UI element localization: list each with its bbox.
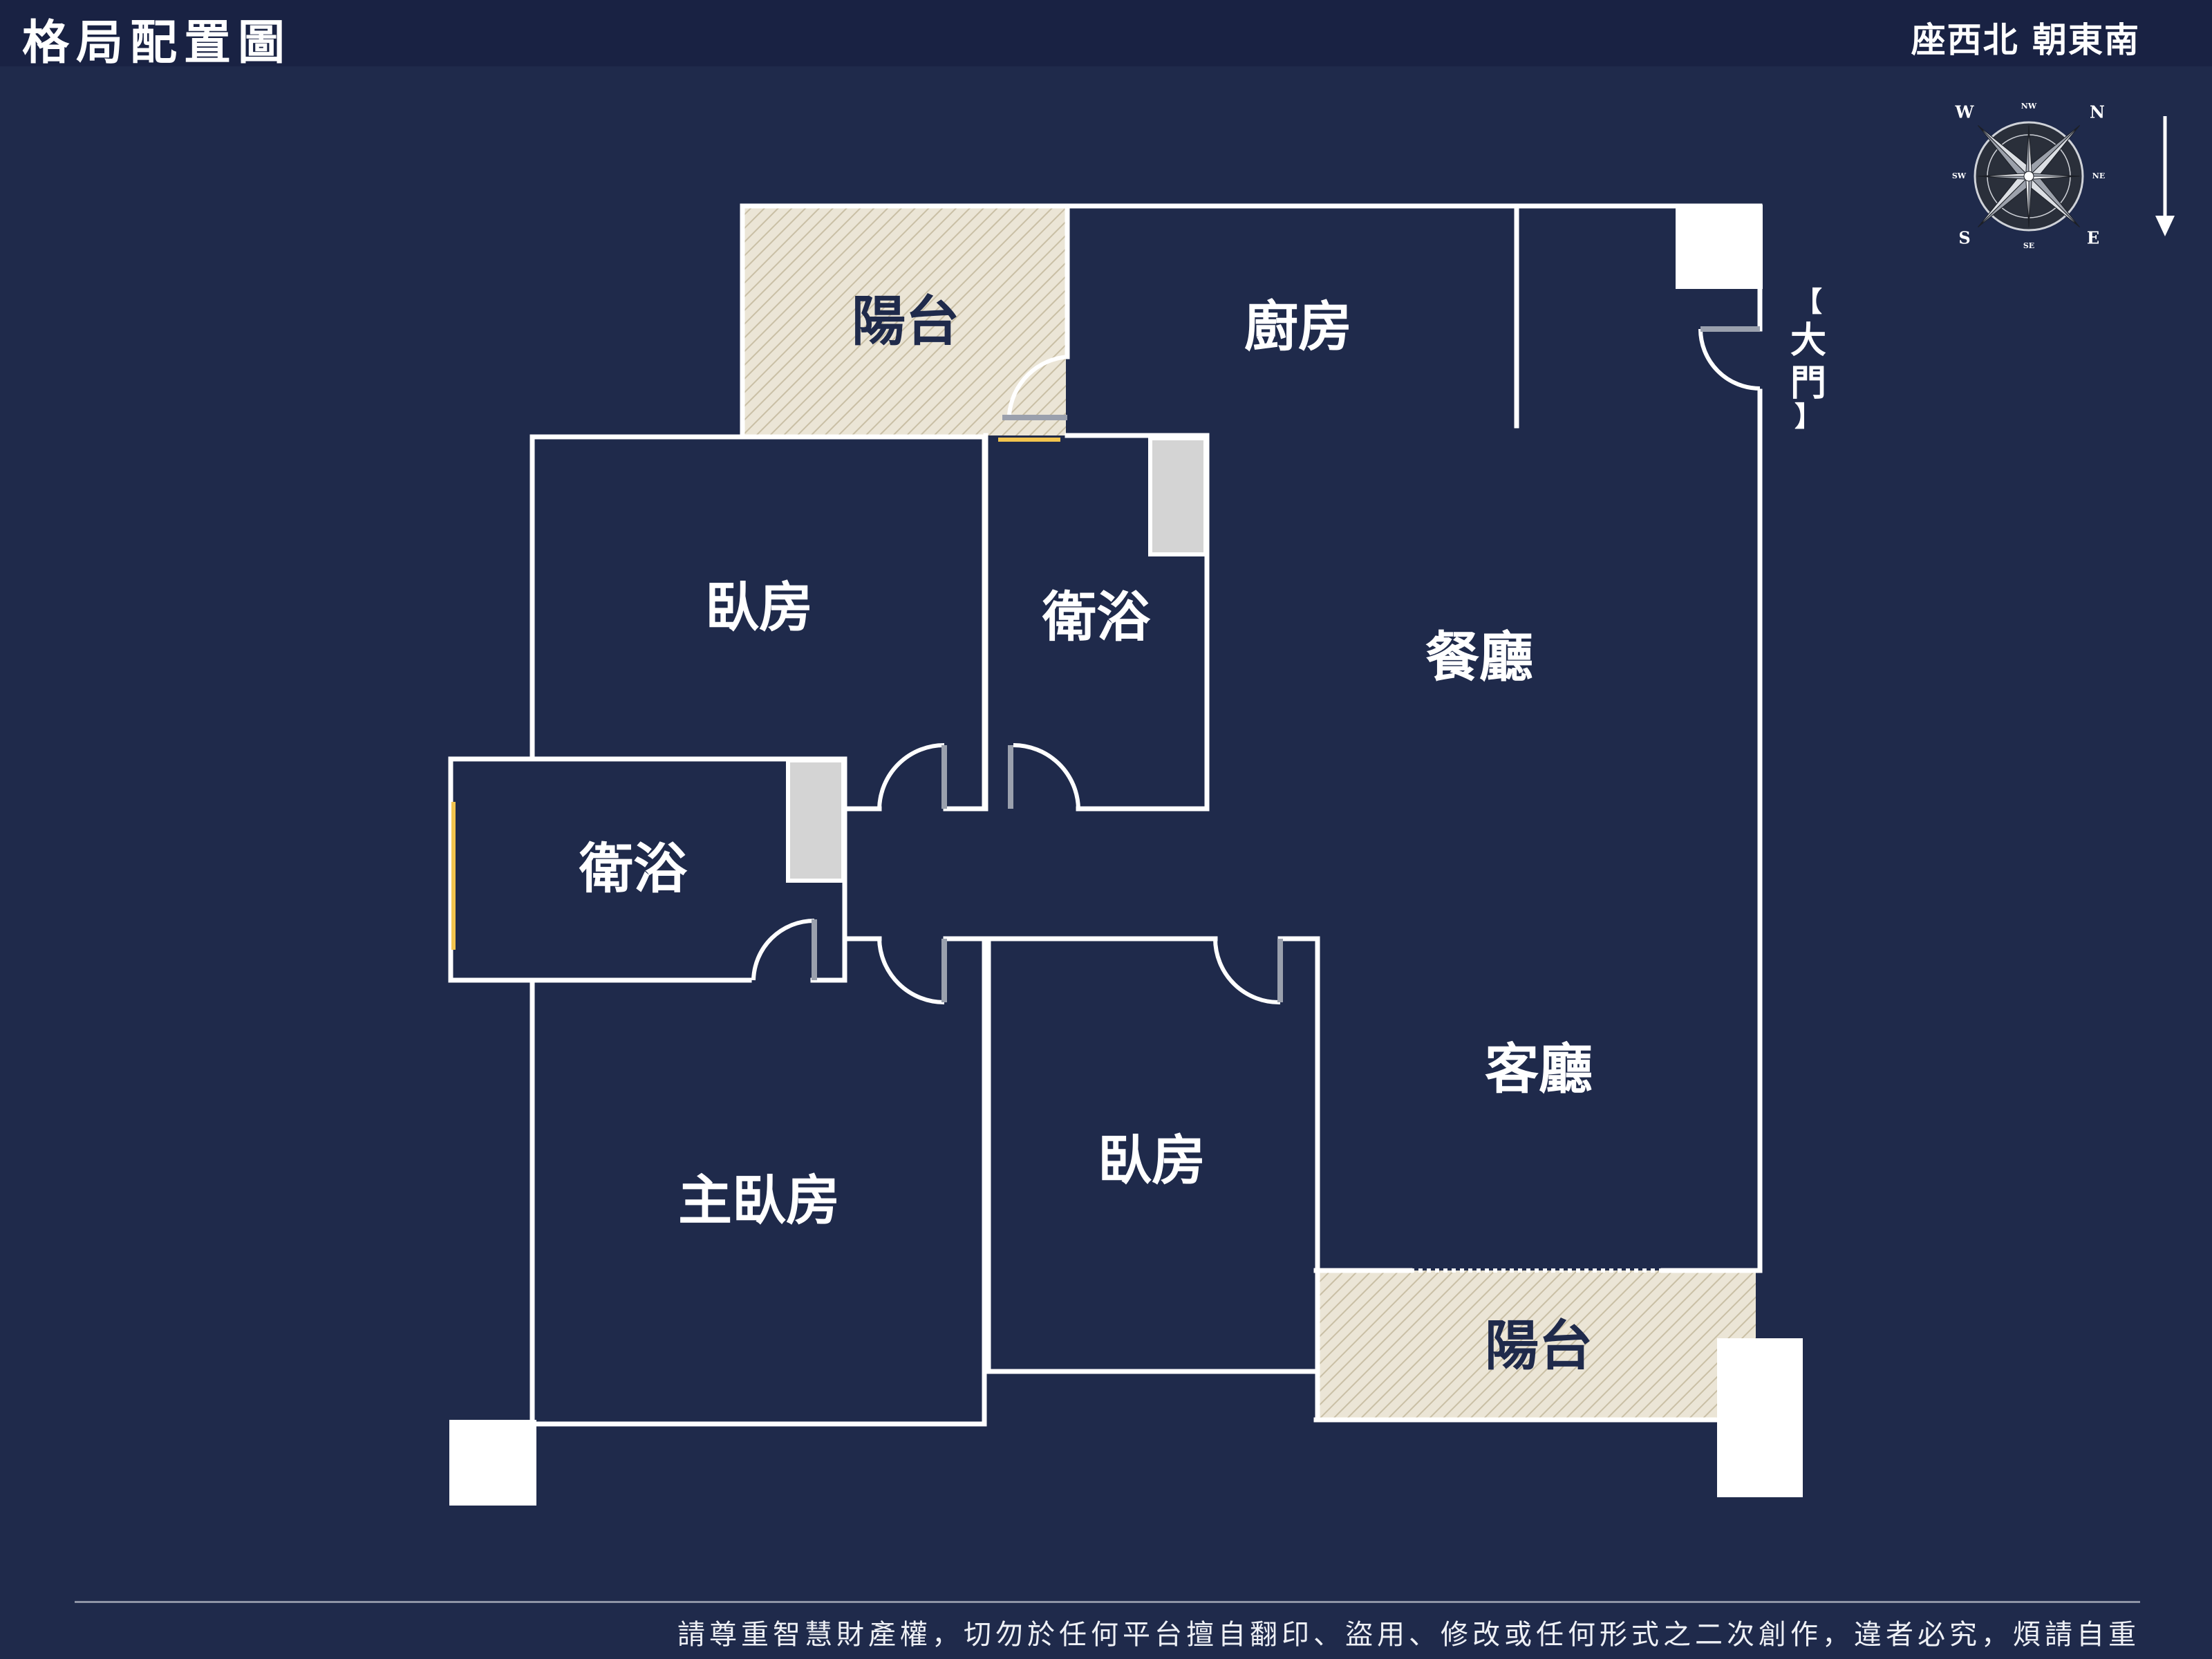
compass-se: SE [2023,241,2034,250]
balcony-bottom-area [1316,1271,1756,1418]
walls [448,203,1763,1427]
room-label-dining: 餐廳 [1425,626,1533,688]
room-label-kitchen: 廚房 [1244,296,1352,358]
compass-ne: NE [2092,171,2105,180]
room-label-balcony-top: 陽台 [852,290,959,353]
page-title: 格局配置圖 [22,16,292,71]
footer-divider [75,1601,2140,1603]
copyright-notice: 請尊重智慧財產權，切勿於任何平台擅自翻印、盜用、修改或任何形式之二次創作，違者必… [677,1619,2140,1651]
room-label-master-bedroom: 主臥房 [678,1170,840,1232]
door-swings [751,326,1761,1005]
arrow-down-icon [2155,116,2175,236]
fixtures [786,436,1208,883]
entrance-char-1: 大 [1790,320,1826,362]
compass-e: E [2087,228,2099,248]
window-accents [451,438,1060,950]
room-label-balcony-bottom: 陽台 [1485,1315,1593,1377]
columns [449,205,1803,1506]
compass-w: W [1955,102,1975,122]
compass-nw: NW [2021,102,2037,111]
header-bar: 格局配置圖 座西北 朝東南 [0,0,2212,71]
entrance-bracket-close: 】 [1794,401,1822,433]
compass-rose-icon: N E S W NE SE SW NW [1952,102,2105,250]
room-label-bath-upper: 衛浴 [1042,586,1151,648]
orientation-label: 座西北 朝東南 [1911,20,2140,60]
entrance-char-2: 門 [1790,363,1826,404]
room-label-bedroom-lower: 臥房 [1098,1130,1206,1192]
entrance-bracket-open: 【 [1794,286,1822,318]
compass-s: S [1958,228,1970,248]
room-label-living: 客廳 [1485,1038,1593,1100]
compass-sw: SW [1952,171,1967,180]
room-label-bedroom-upper: 臥房 [705,577,813,639]
compass-n: N [2090,102,2105,122]
room-label-bath-left: 衛浴 [579,838,688,900]
entrance-label: 【 大 門 】 [1790,286,1826,433]
